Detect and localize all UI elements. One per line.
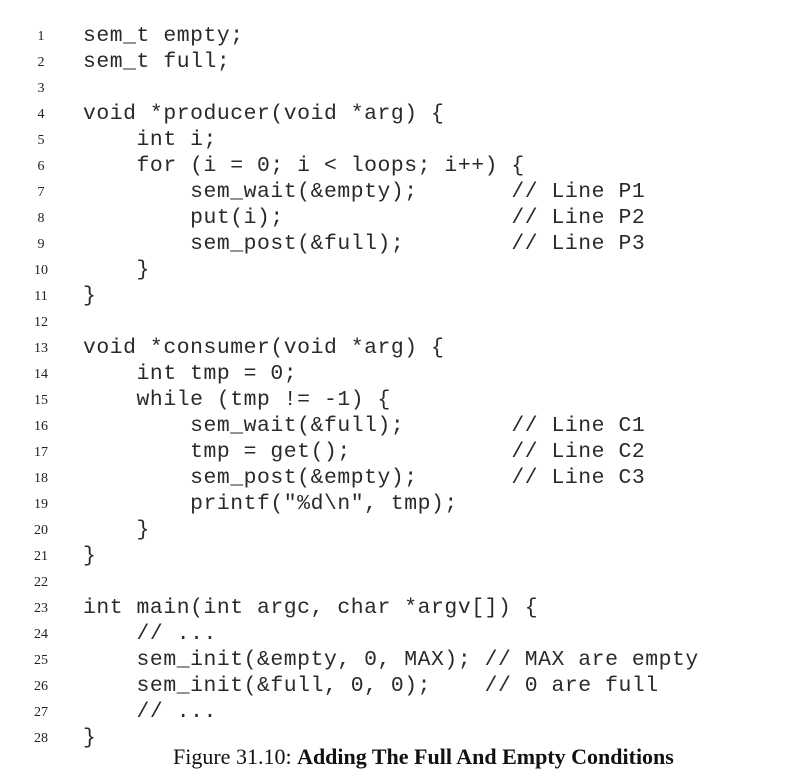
line-code: } — [83, 518, 150, 542]
line-number: 8 — [37, 211, 45, 226]
code-line: 26 sem_init(&full, 0, 0); // 0 are full — [0, 673, 807, 699]
line-code: sem_t empty; — [83, 24, 244, 48]
line-code: sem_t full; — [83, 50, 231, 74]
line-code: void *producer(void *arg) { — [83, 102, 445, 126]
line-code: void *consumer(void *arg) { — [83, 336, 445, 360]
line-code: sem_post(&full); // Line P3 — [83, 232, 646, 256]
line-number: 13 — [34, 341, 48, 356]
figure-caption: Figure 31.10: Adding The Full And Empty … — [173, 744, 674, 770]
code-line: 4 void *producer(void *arg) { — [0, 101, 807, 127]
line-code: tmp = get(); // Line C2 — [83, 440, 646, 464]
line-code: } — [83, 284, 97, 308]
code-line: 19 printf("%d\n", tmp); — [0, 491, 807, 517]
code-line: 24 // ... — [0, 621, 807, 647]
line-number: 7 — [37, 185, 45, 200]
code-line: 27 // ... — [0, 699, 807, 725]
line-code: while (tmp != -1) { — [83, 388, 391, 412]
line-number: 4 — [37, 107, 45, 122]
code-line: 5 int i; — [0, 127, 807, 153]
line-code: put(i); // Line P2 — [83, 206, 646, 230]
line-code: sem_init(&full, 0, 0); // 0 are full — [83, 674, 659, 698]
code-line: 21} — [0, 543, 807, 569]
line-number: 18 — [34, 471, 48, 486]
code-line: 10 } — [0, 257, 807, 283]
code-line: 3 — [0, 75, 807, 101]
line-code: // ... — [83, 700, 217, 724]
line-number: 3 — [37, 81, 45, 96]
line-number: 6 — [37, 159, 45, 174]
line-number: 14 — [34, 367, 48, 382]
line-number: 25 — [34, 653, 48, 668]
code-line: 14 int tmp = 0; — [0, 361, 807, 387]
line-number: 15 — [34, 393, 48, 408]
code-line: 28} — [0, 725, 807, 751]
line-code: } — [83, 726, 97, 750]
line-number: 12 — [34, 315, 48, 330]
code-line: 1 sem_t empty; — [0, 23, 807, 49]
line-code: sem_wait(&empty); // Line P1 — [83, 180, 646, 204]
line-number: 5 — [37, 133, 45, 148]
code-listing: 1 sem_t empty; 2 sem_t full; 3 4 void *prod… — [0, 23, 807, 751]
line-number: 1 — [37, 29, 45, 44]
line-number: 2 — [37, 55, 45, 70]
line-code: sem_post(&empty); // Line C3 — [83, 466, 646, 490]
line-number: 11 — [34, 289, 48, 304]
line-code: } — [83, 258, 150, 282]
line-number: 19 — [34, 497, 48, 512]
line-code: int tmp = 0; — [83, 362, 298, 386]
code-line: 16 sem_wait(&full); // Line C1 — [0, 413, 807, 439]
code-line: 7 sem_wait(&empty); // Line P1 — [0, 179, 807, 205]
line-number: 9 — [37, 237, 45, 252]
line-number: 26 — [34, 679, 48, 694]
code-line: 12 — [0, 309, 807, 335]
line-code: printf("%d\n", tmp); — [83, 492, 458, 516]
caption-label: Figure 31.10: — [173, 744, 298, 769]
code-line: 25 sem_init(&empty, 0, MAX); // MAX are … — [0, 647, 807, 673]
line-number: 10 — [34, 263, 48, 278]
line-number: 20 — [34, 523, 48, 538]
line-code: for (i = 0; i < loops; i++) { — [83, 154, 525, 178]
line-code: int i; — [83, 128, 217, 152]
line-number: 27 — [34, 705, 48, 720]
line-code: } — [83, 544, 97, 568]
line-code: int main(int argc, char *argv[]) { — [83, 596, 539, 620]
line-number: 16 — [34, 419, 48, 434]
line-code: sem_init(&empty, 0, MAX); // MAX are emp… — [83, 648, 699, 672]
code-line: 2 sem_t full; — [0, 49, 807, 75]
line-number: 21 — [34, 549, 48, 564]
code-line: 20 } — [0, 517, 807, 543]
code-line: 23 int main(int argc, char *argv[]) { — [0, 595, 807, 621]
caption-title: Adding The Full And Empty Conditions — [297, 744, 674, 769]
line-number: 28 — [34, 731, 48, 746]
line-code: // ... — [83, 622, 217, 646]
code-line: 8 put(i); // Line P2 — [0, 205, 807, 231]
code-line: 13 void *consumer(void *arg) { — [0, 335, 807, 361]
line-number: 22 — [34, 575, 48, 590]
code-line: 6 for (i = 0; i < loops; i++) { — [0, 153, 807, 179]
line-code: sem_wait(&full); // Line C1 — [83, 414, 646, 438]
code-line: 17 tmp = get(); // Line C2 — [0, 439, 807, 465]
code-line: 22 — [0, 569, 807, 595]
line-number: 17 — [34, 445, 48, 460]
code-line: 9 sem_post(&full); // Line P3 — [0, 231, 807, 257]
line-number: 24 — [34, 627, 48, 642]
code-line: 18 sem_post(&empty); // Line C3 — [0, 465, 807, 491]
code-line: 15 while (tmp != -1) { — [0, 387, 807, 413]
code-line: 11} — [0, 283, 807, 309]
line-number: 23 — [34, 601, 48, 616]
